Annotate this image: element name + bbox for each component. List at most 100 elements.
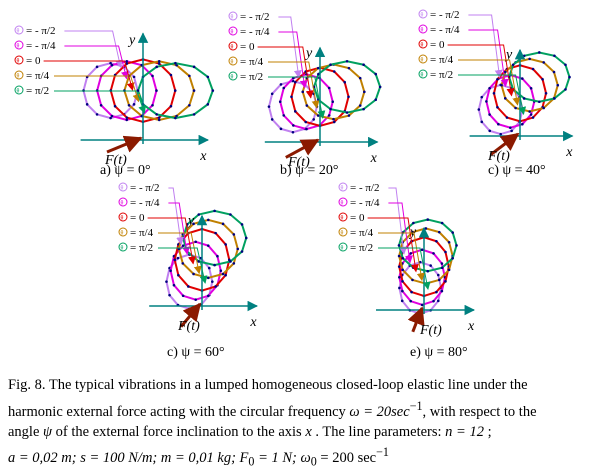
node-point — [172, 283, 176, 287]
node-point — [347, 95, 350, 99]
x-axis-label: x — [467, 319, 475, 334]
node-point — [270, 92, 274, 96]
theta-icon — [14, 25, 24, 35]
theta-icon — [338, 197, 348, 207]
theta-glyph: θ — [231, 15, 234, 21]
node-point — [197, 260, 201, 263]
caption-line-2a: harmonic external force acting with the … — [8, 403, 346, 420]
node-point — [378, 85, 382, 89]
force-arrow — [106, 135, 143, 154]
node-point — [290, 95, 293, 99]
legend-leader — [447, 44, 515, 97]
node-point — [85, 103, 89, 106]
node-point — [192, 89, 196, 92]
node-point — [374, 72, 378, 76]
node-point — [511, 88, 515, 91]
theta-glyph: θ — [121, 246, 124, 252]
node-point — [157, 118, 161, 122]
node-point — [538, 100, 541, 104]
node-point — [542, 61, 546, 64]
node-point — [125, 59, 129, 63]
caption-f0-sub: 0 — [248, 455, 255, 470]
node-point — [397, 244, 401, 247]
node-point — [125, 118, 129, 122]
theta-icon — [228, 56, 238, 66]
node-point — [568, 75, 571, 79]
node-point — [363, 90, 366, 94]
node-point — [213, 209, 216, 213]
legend-leader — [168, 202, 191, 255]
caption-params-c: = 200 sec — [316, 450, 377, 467]
node-point — [187, 285, 190, 288]
node-point — [529, 113, 533, 116]
legend-label: = - π/2 — [240, 11, 269, 23]
node-point — [211, 280, 214, 283]
node-point — [435, 239, 438, 243]
x-axis-label: x — [565, 145, 573, 160]
legend-label: = - π/4 — [240, 26, 270, 38]
node-point — [492, 92, 496, 95]
legend-label: = - π/4 — [350, 197, 380, 209]
theta-icon — [338, 227, 348, 237]
theta-icon — [418, 54, 428, 64]
node-point — [497, 122, 500, 126]
node-point — [374, 98, 378, 102]
node-point — [401, 268, 404, 272]
theta-glyph: θ — [341, 216, 344, 222]
legend-label: = 0 — [130, 212, 145, 224]
legend-label: = π/2 — [430, 69, 453, 81]
theta-glyph: θ — [231, 30, 234, 36]
node-point — [426, 218, 430, 221]
theta-icon — [418, 69, 428, 79]
theta-icon — [228, 41, 238, 51]
node-point — [410, 290, 413, 294]
legend-leader — [278, 31, 308, 89]
node-point — [270, 118, 274, 121]
x-axis-label: x — [370, 151, 378, 166]
theta-icon — [228, 26, 238, 36]
node-point — [109, 61, 112, 65]
theta-glyph: θ — [17, 44, 20, 50]
legend-leader — [268, 61, 320, 109]
node-point — [169, 73, 173, 77]
node-point — [531, 116, 535, 119]
theta-icon — [118, 212, 128, 222]
legend-label: = π/4 — [240, 56, 264, 68]
panel-label: c) ψ = 60° — [167, 345, 225, 360]
theta-icon — [418, 24, 428, 34]
legend-leader — [54, 75, 141, 103]
panel-3: xyF(t)θ= - π/2θ= - π/4θ= 0θ= π/4θ= π/2c)… — [418, 9, 574, 178]
node-point — [362, 63, 365, 67]
theta-icon — [118, 242, 128, 252]
node-point — [127, 103, 131, 107]
node-point — [157, 62, 161, 65]
node-point — [316, 66, 320, 70]
legend-leader — [468, 14, 503, 78]
node-point — [503, 70, 507, 74]
x-axis-label: x — [199, 149, 207, 164]
node-point — [347, 114, 351, 117]
node-point — [488, 129, 492, 133]
node-point — [173, 89, 177, 92]
node-point — [175, 114, 178, 118]
theta-icon — [418, 9, 428, 19]
theta-icon — [14, 55, 24, 65]
node-point — [331, 100, 335, 103]
force-label: F(t) — [177, 319, 200, 334]
node-point — [175, 63, 178, 67]
panel-label: e) ψ = 80° — [410, 345, 468, 360]
node-point — [332, 120, 336, 124]
legend-leader — [64, 45, 129, 80]
node-point — [409, 252, 413, 255]
node-point — [155, 89, 158, 92]
node-point — [181, 294, 185, 298]
theta-glyph: θ — [421, 58, 424, 64]
node-point — [332, 117, 335, 121]
node-point — [192, 65, 196, 69]
node-point — [503, 97, 507, 100]
node-point — [174, 116, 177, 120]
node-point — [221, 222, 225, 226]
legend-leader — [158, 232, 202, 275]
theta-glyph: θ — [231, 45, 234, 51]
node-point — [151, 103, 154, 107]
